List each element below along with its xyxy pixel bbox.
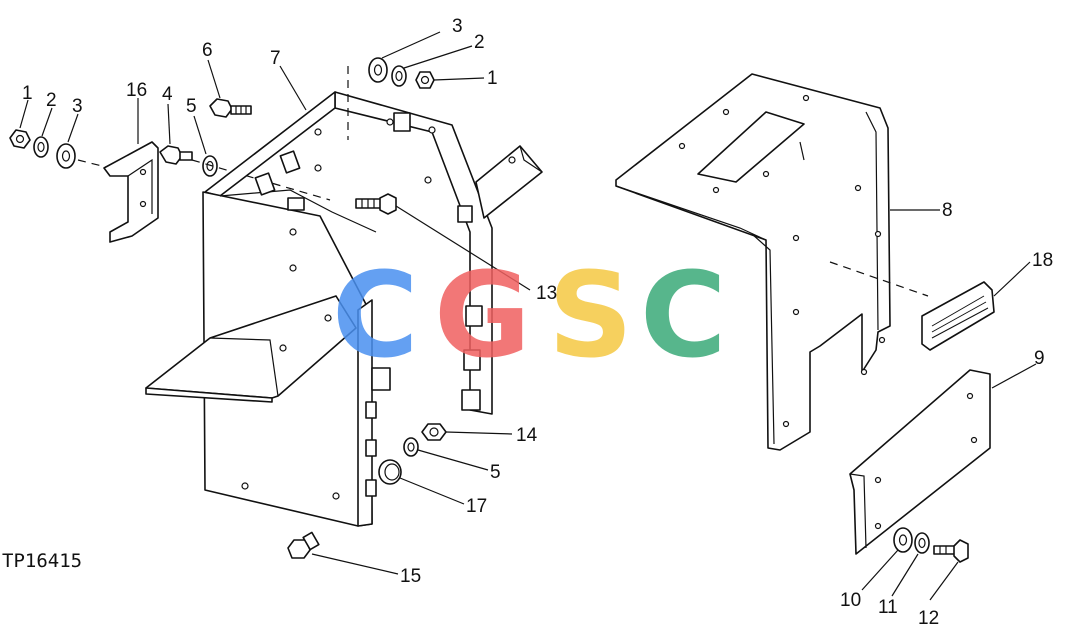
watermark-letter-s: S: [548, 246, 633, 384]
callout-1-top: 1: [487, 68, 498, 89]
callout-17: 17: [466, 496, 487, 517]
bolt-13: [355, 193, 397, 215]
callout-2-top: 2: [474, 32, 485, 53]
callout-12: 12: [918, 608, 939, 625]
callout-11: 11: [878, 597, 898, 618]
plate-hardware-10-11-12: [893, 527, 969, 563]
callout-10: 10: [840, 590, 861, 611]
left-nut-washer-stack: [9, 129, 111, 169]
watermark: C G S C: [332, 246, 727, 384]
callout-16: 16: [126, 80, 147, 101]
callout-14: 14: [516, 425, 538, 446]
bolt-4-nut-5: [159, 145, 331, 201]
cover-panel-8: [615, 73, 929, 451]
callout-1-left: 1: [22, 83, 33, 104]
callout-18: 18: [1032, 250, 1053, 271]
callout-2-left: 2: [46, 90, 57, 111]
main-support-assembly-7: [145, 66, 543, 527]
watermark-letter-c2: C: [640, 246, 727, 384]
top-nut-washer-stack: [368, 57, 435, 89]
callout-3-left: 3: [72, 96, 83, 117]
leader-lines: [19, 31, 1037, 601]
callout-13: 13: [536, 283, 557, 304]
lower-hardware-14-5-17: [378, 423, 447, 485]
callout-5-lower: 5: [490, 462, 501, 483]
figure-id: TP16415: [2, 550, 82, 572]
plate-9: [849, 369, 991, 555]
callout-15: 15: [400, 566, 421, 587]
callout-4: 4: [162, 84, 173, 105]
callout-5-upper: 5: [186, 96, 197, 117]
callout-6: 6: [202, 40, 213, 61]
callout-9: 9: [1034, 348, 1045, 369]
bolt-6: [209, 98, 252, 118]
watermark-letter-g: G: [434, 246, 531, 384]
callout-7: 7: [270, 48, 281, 69]
bracket-16: [103, 141, 159, 243]
callout-8: 8: [942, 200, 953, 221]
watermark-letter-c1: C: [332, 246, 419, 384]
bolt-15: [287, 531, 320, 559]
callout-labels: 1 2 3 16 4 6 5 7 3 2 1 8 13 18 9 14 5 17…: [22, 16, 1053, 625]
decal-18: [921, 281, 995, 351]
callout-3-top: 3: [452, 16, 463, 37]
